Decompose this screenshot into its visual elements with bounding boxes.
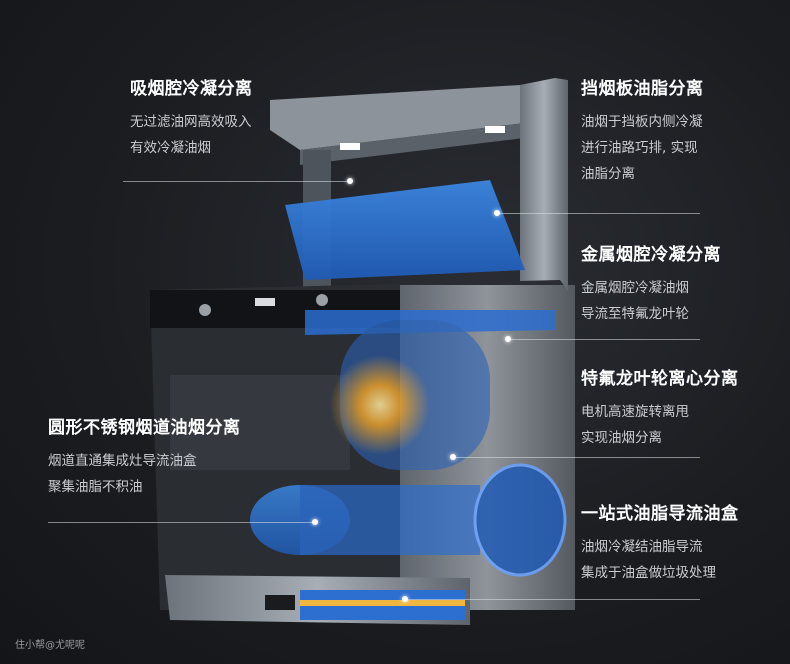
callout-suction-cavity: 吸烟腔冷凝分离 无过滤油网高效吸入 有效冷凝油烟: [130, 74, 253, 161]
callout-desc: 电机高速旋转离甩 实现油烟分离: [581, 399, 739, 451]
callout-title: 圆形不锈钢烟道油烟分离: [48, 418, 241, 438]
desc-line: 集成于油盒做垃圾处理: [581, 565, 716, 581]
callout-desc: 金属烟腔冷凝油烟 导流至特氟龙叶轮: [581, 275, 721, 327]
duct-system: [250, 310, 567, 577]
callout-round-duct: 圆形不锈钢烟道油烟分离 烟道直通集成灶导流油盒 聚集油脂不积油: [48, 413, 241, 500]
callout-title: 金属烟腔冷凝分离: [581, 245, 721, 265]
range-hood: [270, 78, 568, 300]
callout-dot-4: [450, 454, 456, 460]
desc-line: 有效冷凝油烟: [130, 140, 211, 156]
desc-line: 油脂分离: [581, 166, 635, 182]
callout-metal-cavity: 金属烟腔冷凝分离 金属烟腔冷凝油烟 导流至特氟龙叶轮: [581, 240, 721, 327]
callout-title: 一站式油脂导流油盒: [581, 504, 739, 524]
callout-title: 吸烟腔冷凝分离: [130, 79, 253, 99]
callout-oil-box: 一站式油脂导流油盒 油烟冷凝结油脂导流 集成于油盒做垃圾处理: [581, 499, 739, 586]
desc-line: 聚集油脂不积油: [48, 479, 143, 495]
callout-line-2: [497, 213, 700, 214]
callout-dot-5: [312, 519, 318, 525]
callout-desc: 烟道直通集成灶导流油盒 聚集油脂不积油: [48, 448, 241, 500]
callout-desc: 油烟冷凝结油脂导流 集成于油盒做垃圾处理: [581, 534, 739, 586]
desc-line: 烟道直通集成灶导流油盒: [48, 453, 197, 469]
callout-desc: 无过滤油网高效吸入 有效冷凝油烟: [130, 109, 253, 161]
callout-line-5: [48, 522, 315, 523]
callout-line-4: [453, 457, 700, 458]
callout-dot-6: [402, 596, 408, 602]
desc-line: 金属烟腔冷凝油烟: [581, 280, 689, 296]
callout-line-1: [123, 181, 350, 182]
desc-line: 进行油路巧排, 实现: [581, 140, 698, 156]
desc-line: 电机高速旋转离甩: [581, 404, 689, 420]
desc-line: 油烟于挡板内侧冷凝: [581, 114, 703, 130]
callout-impeller: 特氟龙叶轮离心分离 电机高速旋转离甩 实现油烟分离: [581, 364, 739, 451]
callout-dot-3: [505, 336, 511, 342]
callout-dot-2: [494, 210, 500, 216]
callout-title: 挡烟板油脂分离: [581, 79, 704, 99]
desc-line: 导流至特氟龙叶轮: [581, 306, 689, 322]
desc-line: 油烟冷凝结油脂导流: [581, 539, 703, 555]
callout-baffle: 挡烟板油脂分离 油烟于挡板内侧冷凝 进行油路巧排, 实现 油脂分离: [581, 74, 704, 187]
watermark: 住小帮@尤呢呢: [15, 640, 85, 651]
desc-line: 无过滤油网高效吸入: [130, 114, 252, 130]
callout-line-3: [508, 339, 700, 340]
desc-line: 实现油烟分离: [581, 430, 662, 446]
callout-desc: 油烟于挡板内侧冷凝 进行油路巧排, 实现 油脂分离: [581, 109, 704, 187]
callout-dot-1: [347, 178, 353, 184]
callout-title: 特氟龙叶轮离心分离: [581, 369, 739, 389]
callout-line-6: [405, 599, 700, 600]
